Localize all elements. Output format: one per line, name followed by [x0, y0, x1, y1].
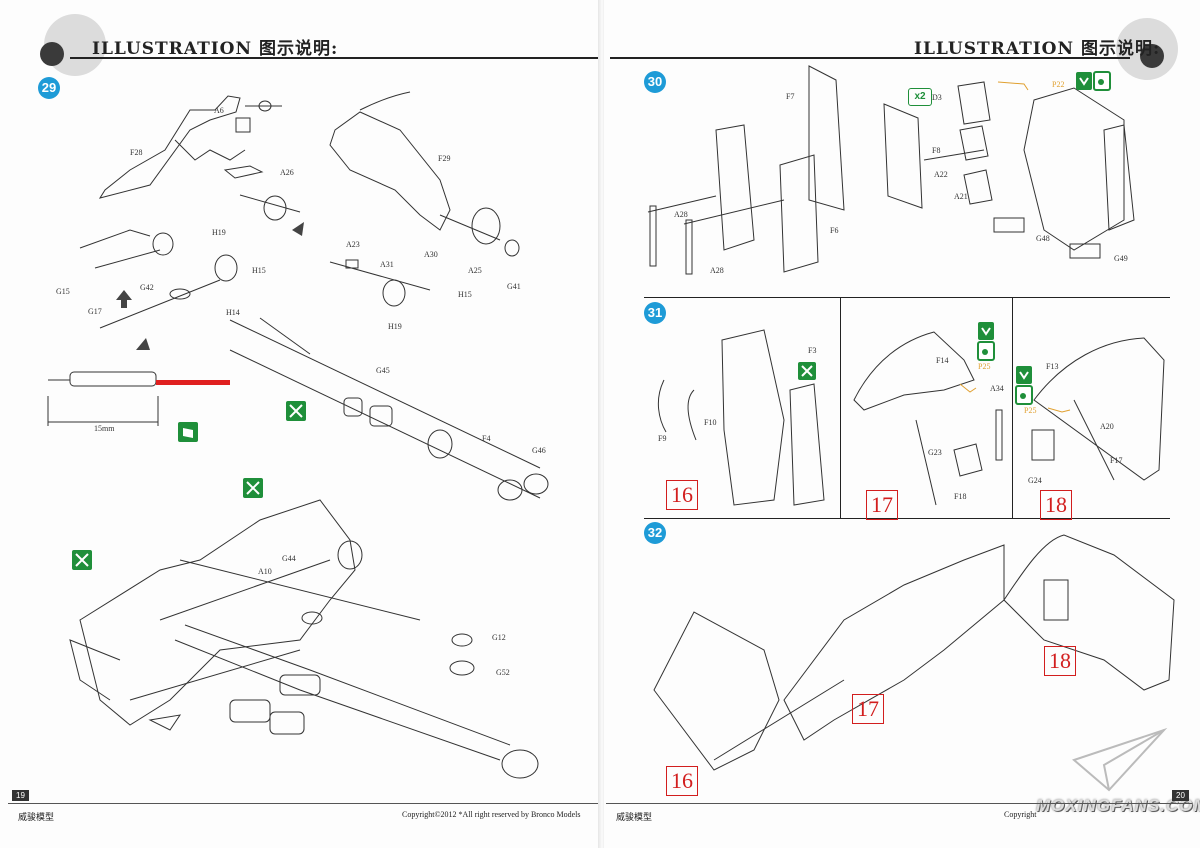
cement-icon — [178, 422, 198, 442]
part-label: H15 — [458, 290, 472, 299]
callout-box: 16 — [666, 480, 698, 510]
part-label: F28 — [130, 148, 143, 157]
callout-box: 17 — [866, 490, 898, 520]
panel-divider — [840, 298, 841, 518]
part-label: G17 — [88, 307, 102, 316]
paper-plane-logo-icon — [1072, 727, 1168, 792]
part-label: F18 — [954, 492, 967, 501]
cement-icon — [1015, 385, 1033, 405]
page-number: 20 — [1172, 790, 1189, 801]
page-number: 19 — [12, 790, 29, 801]
callout-box: 18 — [1040, 490, 1072, 520]
part-label: G52 — [496, 668, 510, 677]
watermark: MOXINGFANS.COM — [1036, 796, 1200, 815]
part-label: A34 — [990, 384, 1004, 393]
measurement-label: 15mm — [94, 424, 115, 433]
step-number: 30 — [644, 71, 666, 93]
footer-brand: 威骏模型 — [616, 812, 653, 822]
part-label: F6 — [830, 226, 839, 235]
part-label: H19 — [212, 228, 226, 237]
right-page: ILLUSTRATION 图示说明: 30 31 32 — [604, 0, 1200, 848]
part-label: G45 — [376, 366, 390, 375]
part-label: P25 — [978, 362, 991, 371]
part-label: F8 — [932, 146, 941, 155]
glue-icon — [1016, 366, 1032, 384]
footer-copyright: Copyright — [1004, 810, 1037, 819]
part-label: A25 — [468, 266, 482, 275]
part-label: H19 — [388, 322, 402, 331]
part-label: A26 — [280, 168, 294, 177]
part-label: A22 — [934, 170, 948, 179]
callout-box: 16 — [666, 766, 698, 796]
glue-icon — [286, 401, 306, 421]
step-divider — [644, 297, 1170, 298]
part-label: F9 — [658, 434, 667, 443]
part-label: G15 — [56, 287, 70, 296]
part-label: A23 — [346, 240, 360, 249]
cement-icon — [1093, 71, 1111, 91]
page-header: ILLUSTRATION 图示说明: — [914, 39, 1161, 59]
part-label: F29 — [438, 154, 451, 163]
footer-rule — [8, 803, 598, 804]
part-label: P25 — [1024, 406, 1037, 415]
page-gutter — [598, 0, 606, 848]
part-label: A28 — [674, 210, 688, 219]
header-rule — [610, 57, 1130, 59]
callout-box: 17 — [852, 694, 884, 724]
part-label: G44 — [282, 554, 296, 563]
part-label: G23 — [928, 448, 942, 457]
header-decor-dot — [1140, 44, 1164, 68]
step-divider — [644, 518, 1170, 519]
part-label: G24 — [1028, 476, 1042, 485]
part-label: G41 — [507, 282, 521, 291]
footer-rule — [606, 803, 1192, 804]
step-number: 32 — [644, 522, 666, 544]
part-label: A20 — [1100, 422, 1114, 431]
part-label: A10 — [258, 567, 272, 576]
part-label: D3 — [932, 93, 942, 102]
part-label: A21 — [954, 192, 968, 201]
footer-copyright: Copyright©2012 *All right reserved by Br… — [402, 810, 581, 819]
part-label: P22 — [1052, 80, 1065, 89]
part-label: F10 — [704, 418, 717, 427]
glue-icon — [243, 478, 263, 498]
part-label: F17 — [1110, 456, 1123, 465]
footer-brand: 威骏模型 — [18, 812, 55, 822]
part-label: F3 — [808, 346, 817, 355]
part-label: A28 — [710, 266, 724, 275]
page-header: ILLUSTRATION 图示说明: — [92, 39, 339, 59]
part-label: G42 — [140, 283, 154, 292]
header-decor-dot — [40, 42, 64, 66]
steps-30-32-drawing — [647, 65, 1175, 792]
part-label: G46 — [532, 446, 546, 455]
header-rule — [70, 57, 598, 59]
left-page: ILLUSTRATION 图示说明: 29 — [8, 14, 598, 822]
part-label: H15 — [252, 266, 266, 275]
glue-icon — [72, 550, 92, 570]
part-label: F14 — [936, 356, 949, 365]
glue-icon — [978, 322, 994, 340]
panel-divider — [1012, 298, 1013, 518]
part-label: A31 — [380, 260, 394, 269]
glue-icon — [798, 362, 816, 380]
step-number: 31 — [644, 302, 666, 324]
part-label: A30 — [424, 250, 438, 259]
glue-icon — [1076, 72, 1092, 90]
part-label: G48 — [1036, 234, 1050, 243]
callout-box: 18 — [1044, 646, 1076, 676]
part-label: F4 — [482, 434, 491, 443]
part-label: G12 — [492, 633, 506, 642]
part-label: F13 — [1046, 362, 1059, 371]
quantity-badge: x2 — [908, 88, 932, 106]
part-label: H14 — [226, 308, 240, 317]
cement-icon — [977, 341, 995, 361]
part-label: A6 — [214, 106, 224, 115]
red-cut-line — [156, 380, 230, 385]
step-29-drawing — [47, 91, 549, 779]
part-label: G49 — [1114, 254, 1128, 263]
step-number: 29 — [38, 77, 60, 99]
part-label: F7 — [786, 92, 795, 101]
